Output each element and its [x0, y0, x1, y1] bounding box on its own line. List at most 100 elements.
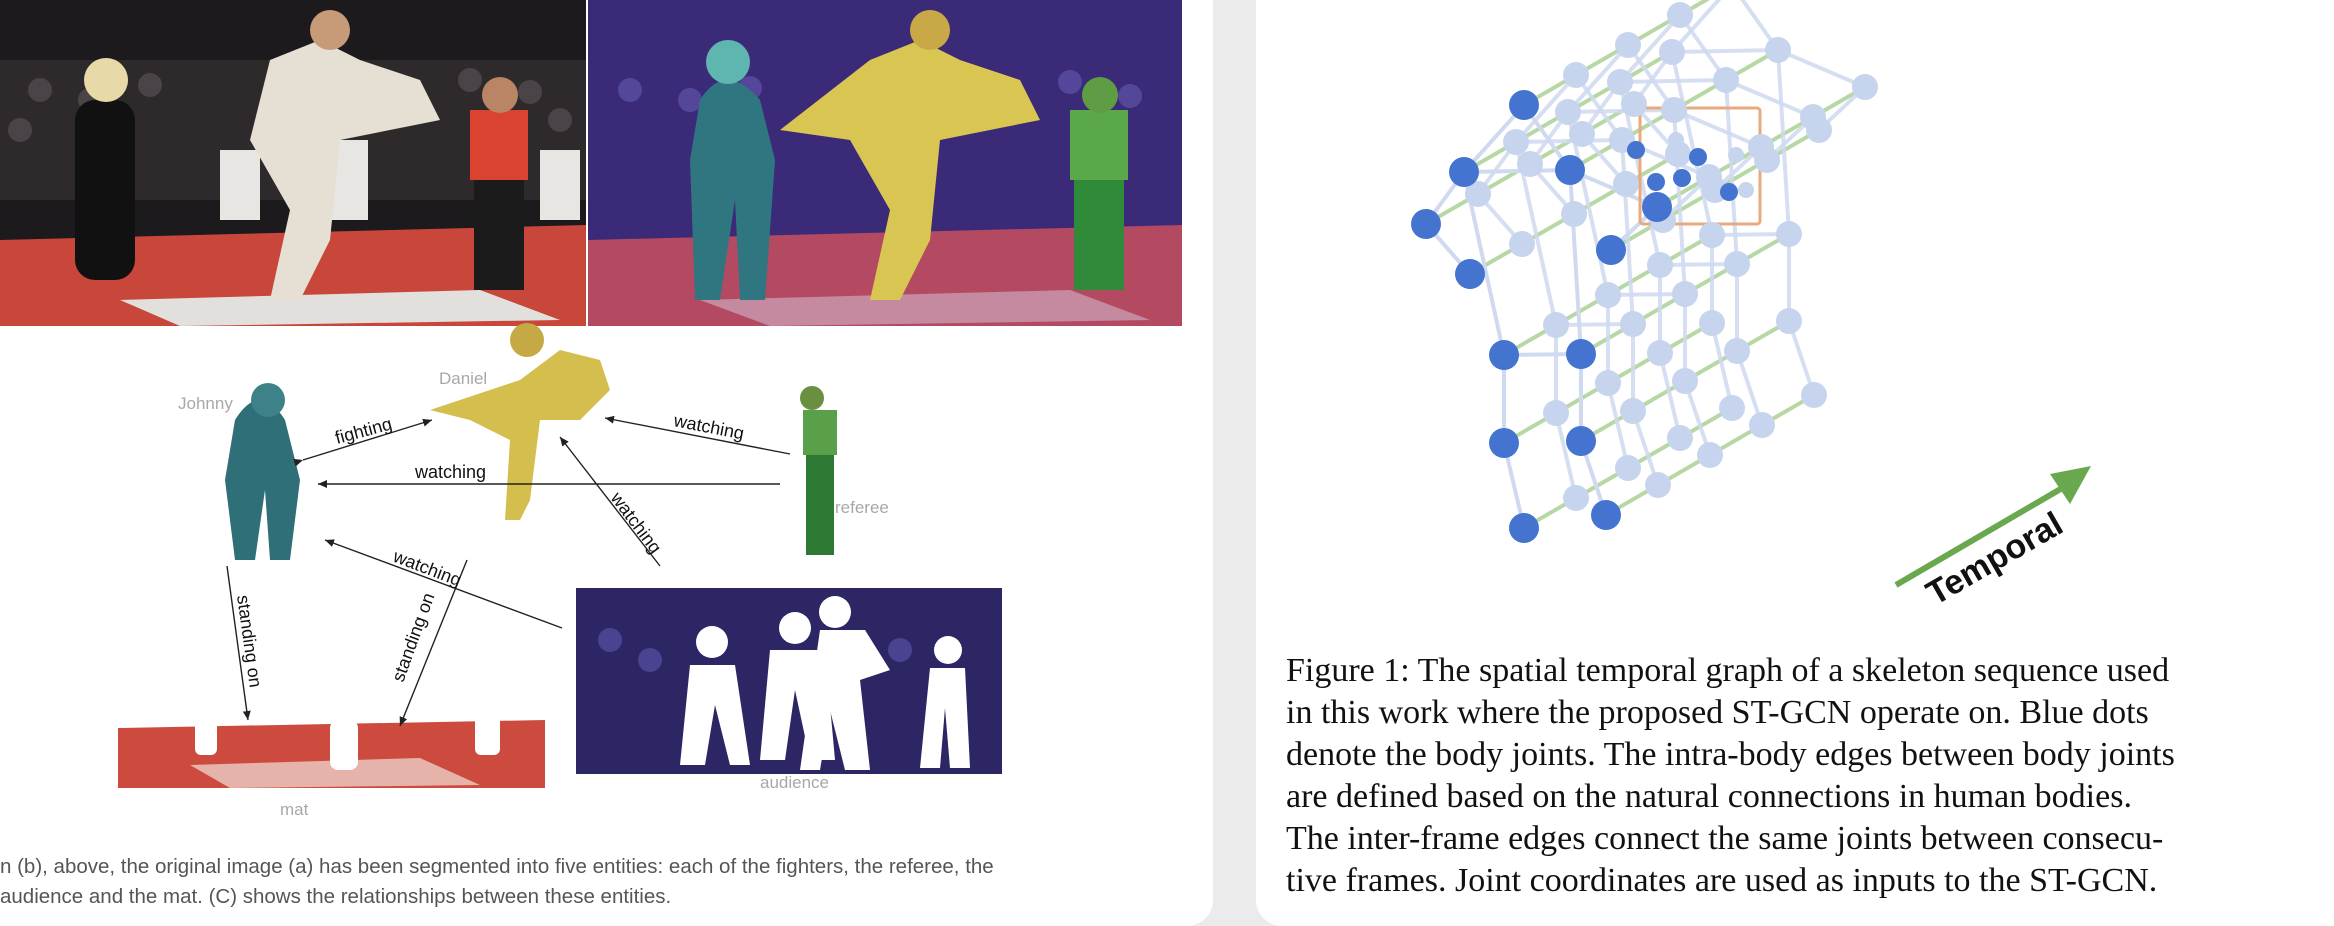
spatial-edge — [1574, 73, 1624, 142]
caption-line: are defined based on the natural connect… — [1286, 778, 2132, 815]
entity-referee — [800, 386, 837, 555]
body-joint — [1411, 209, 1441, 239]
neighborhood-joint — [1689, 148, 1707, 166]
caption-line: n (b), above, the original image (a) has… — [0, 855, 994, 878]
body-joint — [1561, 201, 1587, 227]
spatial-edge — [1566, 108, 1676, 114]
body-joint — [1699, 310, 1725, 336]
body-joint — [1566, 426, 1596, 456]
spatial-edge — [1776, 48, 1867, 89]
entity-johnny — [225, 383, 300, 560]
body-joint — [1596, 235, 1626, 265]
body-joint — [1645, 472, 1671, 498]
body-joint — [1620, 398, 1646, 424]
spatial-edge — [1626, 43, 1676, 112]
spatial-edge — [1710, 321, 1734, 410]
spatial-edge — [1618, 13, 1682, 84]
edge-audience-watching-johnny — [324, 539, 563, 629]
spatial-edge — [1658, 351, 1682, 440]
body-joint — [1659, 39, 1685, 65]
caption-line: The inter-frame edges connect the same j… — [1286, 820, 2164, 857]
edge-label-watching-referee-johnny: watching — [414, 462, 486, 482]
body-joint — [1800, 104, 1826, 130]
caption-line: in this work where the proposed ST-GCN o… — [1286, 694, 2149, 731]
neighborhood-joint — [1720, 183, 1738, 201]
body-joint — [1489, 340, 1519, 370]
body-joint — [1449, 157, 1479, 187]
body-joint — [1801, 382, 1827, 408]
body-joint — [1665, 141, 1691, 167]
neighborhood-joint — [1673, 169, 1691, 187]
body-joint — [1642, 192, 1672, 222]
neighborhood-joint — [1738, 182, 1754, 198]
figure-caption: Figure 1: The spatial temporal graph of … — [1286, 650, 2306, 902]
edge-audience-watching-daniel — [559, 436, 661, 567]
body-joint — [1509, 231, 1535, 257]
spatial-edge — [1568, 168, 1583, 356]
scene-graph-caption: n (b), above, the original image (a) has… — [0, 852, 1150, 912]
spatial-edge — [1672, 108, 1763, 149]
label-johnny: Johnny — [178, 394, 233, 413]
label-daniel: Daniel — [439, 369, 487, 388]
body-joint — [1699, 222, 1725, 248]
body-joint — [1697, 442, 1723, 468]
body-joint — [1748, 134, 1774, 160]
body-joint — [1563, 62, 1589, 88]
body-joint — [1776, 221, 1802, 247]
body-joint — [1543, 312, 1569, 338]
spatial-edge — [1554, 411, 1578, 500]
temporal-arrow-shaft — [1894, 477, 2078, 588]
body-joint — [1555, 99, 1581, 125]
body-joint — [1724, 338, 1750, 364]
label-audience: audience — [760, 773, 829, 792]
body-joint — [1615, 455, 1641, 481]
spatial-edge — [1514, 138, 1624, 144]
body-joint — [1661, 97, 1687, 123]
body-joint — [1621, 91, 1647, 117]
body-joint — [1749, 412, 1775, 438]
temporal-arrow-head — [2050, 466, 2091, 504]
label-mat: mat — [280, 800, 309, 819]
spatial-edge — [1566, 43, 1630, 114]
entity-mat — [118, 715, 545, 788]
caption-line: tive frames. Joint coordinates are used … — [1286, 862, 2158, 899]
scene-graph-figure: Johnny Daniel referee audience mat fight… — [0, 0, 1182, 819]
spatial-edge — [1618, 78, 1728, 84]
neighborhood-joint — [1668, 132, 1684, 148]
body-joint — [1607, 69, 1633, 95]
edge-johnny-standing-on-mat — [226, 565, 251, 721]
body-joint — [1647, 340, 1673, 366]
body-joint — [1724, 251, 1750, 277]
body-joint — [1503, 129, 1529, 155]
entity-daniel — [430, 323, 610, 520]
spatial-edge — [1787, 319, 1816, 397]
spatial-edge — [1631, 409, 1660, 487]
body-joint — [1620, 311, 1646, 337]
body-joint — [1852, 74, 1878, 100]
body-joint — [1776, 308, 1802, 334]
edge-label-watching-audience-johnny: watching — [390, 546, 464, 590]
spatial-edge — [1670, 0, 1722, 54]
body-joint — [1455, 259, 1485, 289]
body-joint — [1713, 67, 1739, 93]
body-joint — [1696, 164, 1722, 190]
label-referee: referee — [835, 498, 889, 517]
body-joint — [1509, 513, 1539, 543]
body-joint — [1566, 339, 1596, 369]
body-joint — [1563, 485, 1589, 511]
original-photo — [0, 0, 586, 326]
caption-text: The spatial temporal graph of a skeleton… — [1409, 652, 2170, 689]
body-joint — [1667, 2, 1693, 28]
edge-fighting — [293, 418, 433, 467]
caption-line: denote the body joints. The intra-body e… — [1286, 736, 2175, 773]
relationship-edges — [226, 415, 791, 727]
spatial-edge — [1678, 13, 1728, 82]
body-joint — [1591, 500, 1621, 530]
spatial-edge — [1735, 349, 1764, 427]
spatial-edge — [1462, 168, 1572, 174]
neighborhood-joint — [1728, 147, 1744, 163]
spatial-edge — [1670, 48, 1780, 54]
spatial-edge — [1740, 0, 1780, 52]
spatial-edge — [1514, 73, 1578, 144]
body-joint — [1647, 252, 1673, 278]
